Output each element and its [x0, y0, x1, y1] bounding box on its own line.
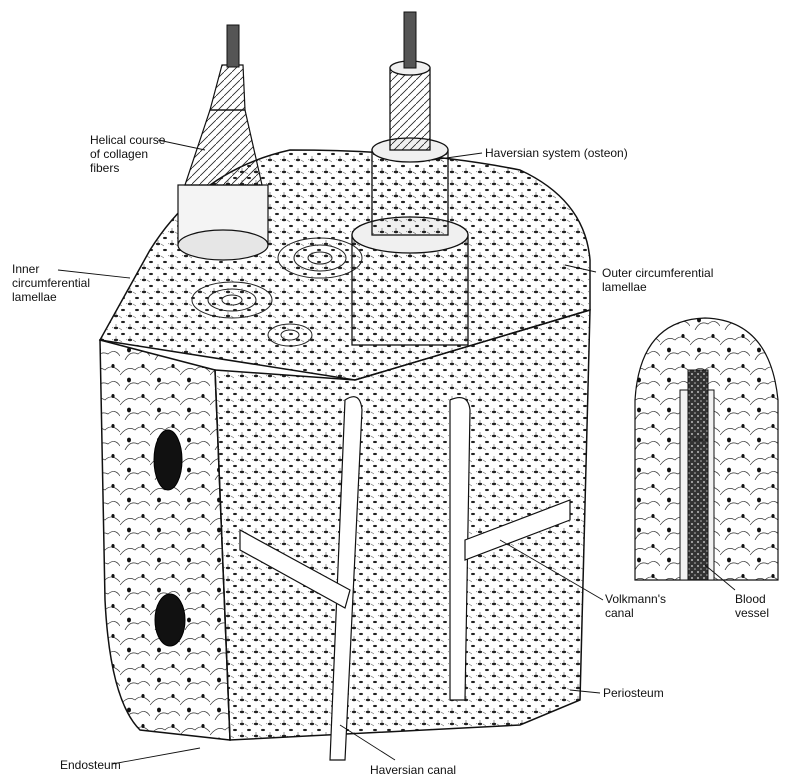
label-inner-lamellae: Inner circumferential lamellae [12, 262, 90, 304]
label-volkmann-canal: Volkmann's canal [605, 592, 666, 620]
blood-vessel-inset [635, 318, 778, 580]
label-outer-lamellae: Outer circumferential lamellae [602, 266, 713, 294]
label-haversian-canal: Haversian canal [370, 763, 456, 777]
bone-left-face [100, 340, 230, 740]
label-endosteum: Endosteum [60, 758, 121, 772]
helical-collagen-column [178, 25, 268, 260]
label-helical-collagen: Helical course of collagen fibers [90, 133, 165, 175]
label-periosteum: Periosteum [603, 686, 664, 700]
label-haversian-system: Haversian system (osteon) [485, 146, 628, 160]
label-blood-vessel: Blood vessel [735, 592, 769, 620]
